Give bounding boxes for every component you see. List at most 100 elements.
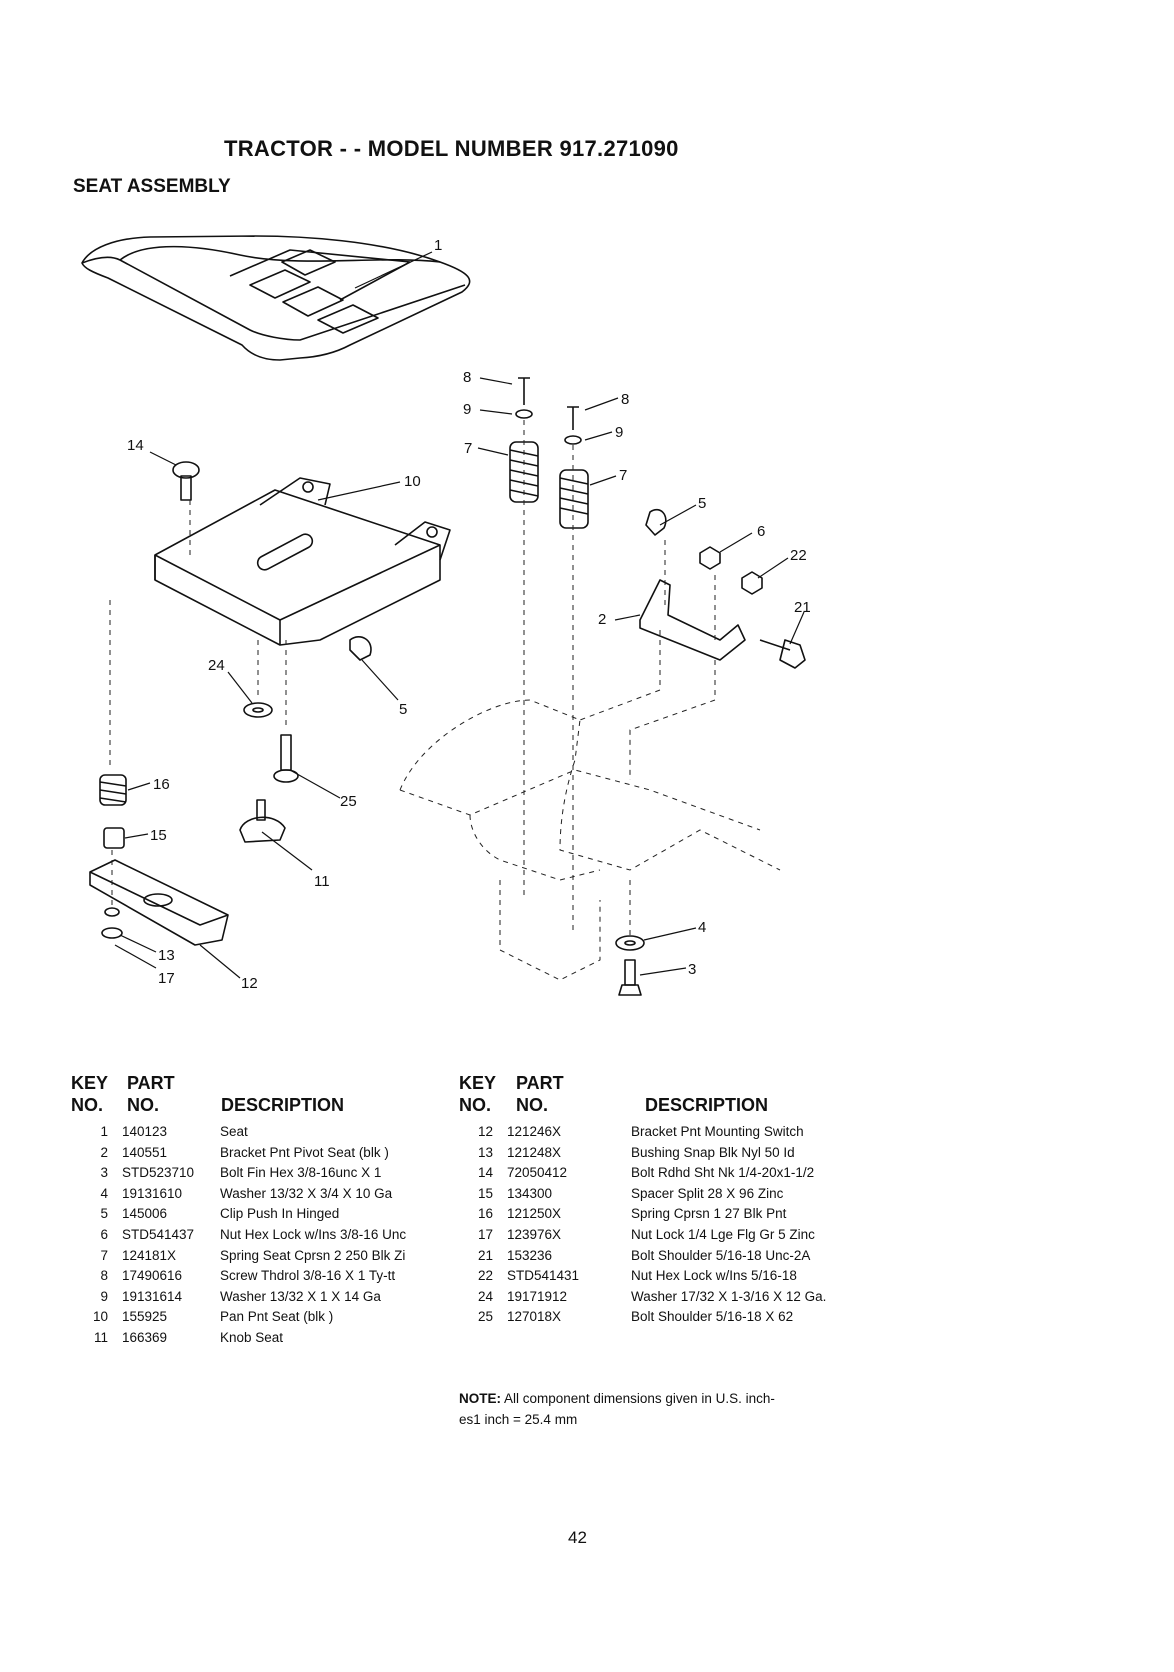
spring-7b-part (559, 469, 589, 529)
part-description: Bracket Pnt Mounting Switch (631, 1124, 804, 1139)
parts-row: 12 121246X Bracket Pnt Mounting Switch (455, 1124, 881, 1145)
part-no: 123976X (507, 1226, 562, 1242)
part-no: 19131614 (122, 1288, 183, 1304)
callout-9: 9 (463, 401, 471, 418)
key-no: 11 (93, 1329, 108, 1345)
right-description-header: DESCRIPTION (645, 1095, 769, 1115)
part-description: Spacer Split 28 X 96 Zinc (631, 1185, 784, 1201)
part-description: Washer 17/32 X 1-3/16 X 12 Ga. (631, 1288, 827, 1304)
callout-15: 15 (150, 827, 167, 844)
key-no: 3 (100, 1165, 108, 1181)
key-no: 5 (100, 1206, 108, 1222)
callout-4: 4 (698, 919, 706, 936)
key-no: 10 (92, 1309, 108, 1325)
part-description: Pan Pnt Seat (blk ) (220, 1309, 334, 1325)
callout-16: 16 (153, 776, 170, 793)
part-description: Nut Lock 1/4 Lge Flg Gr 5 Zinc (631, 1226, 815, 1242)
key-no: 7 (100, 1247, 108, 1263)
callout-10: 10 (404, 473, 421, 490)
key-no: 22 (477, 1268, 493, 1284)
callout-5: 5 (698, 495, 706, 512)
seat-pan-part (154, 477, 451, 646)
callout-2: 2 (598, 611, 606, 628)
parts-row: 22 STD541431 Nut Hex Lock w/Ins 5/16-18 (455, 1268, 881, 1289)
part-no: 72050412 (507, 1165, 568, 1181)
part-no: 19171912 (507, 1288, 568, 1304)
callout-1: 1 (434, 237, 442, 254)
callout-17: 17 (158, 970, 175, 987)
part-no: STD523710 (122, 1165, 195, 1181)
part-no: 140123 (122, 1124, 168, 1139)
parts-row: 3 STD523710 Bolt Fin Hex 3/8-16unc X 1 (62, 1165, 450, 1186)
part-description: Nut Hex Lock w/Ins 3/8-16 Unc (220, 1226, 407, 1242)
left-description-header: DESCRIPTION (221, 1095, 345, 1115)
callout-9b: 9 (615, 424, 623, 441)
callout-8b: 8 (621, 391, 629, 408)
callout-14: 14 (127, 437, 144, 454)
callout-13: 13 (158, 947, 175, 964)
page-title: TRACTOR - - MODEL NUMBER 917.271090 (224, 136, 679, 161)
part-no: 166369 (122, 1329, 168, 1345)
part-no: 145006 (122, 1206, 168, 1222)
part-description: Washer 13/32 X 1 X 14 Ga (220, 1288, 381, 1304)
part-description: Nut Hex Lock w/Ins 5/16-18 (631, 1268, 797, 1284)
callout-25: 25 (340, 793, 357, 810)
part-description: Spring Seat Cprsn 2 250 Blk Zi (220, 1247, 406, 1263)
key-no: 2 (100, 1144, 108, 1160)
key-no: 16 (477, 1206, 493, 1222)
part-no: 140551 (122, 1144, 168, 1160)
part-description: Screw Thdrol 3/8-16 X 1 Ty-tt (220, 1268, 396, 1284)
part-no: 124181X (122, 1247, 177, 1263)
callout-7b: 7 (619, 467, 627, 484)
part-description: Clip Push In Hinged (220, 1206, 340, 1222)
part-no: 127018X (507, 1309, 562, 1325)
part-description: Knob Seat (220, 1329, 284, 1345)
section-title: SEAT ASSEMBLY (73, 176, 231, 197)
part-description: Bolt Fin Hex 3/8-16unc X 1 (220, 1165, 382, 1181)
parts-row: 4 19131610 Washer 13/32 X 3/4 X 10 Ga (62, 1186, 450, 1207)
part-no: 121250X (507, 1206, 562, 1222)
key-no: 9 (100, 1288, 108, 1304)
parts-row: 7 124181X Spring Seat Cprsn 2 250 Blk Zi (62, 1248, 450, 1269)
callout-6: 6 (757, 523, 765, 540)
key-no: 25 (477, 1309, 493, 1325)
part-description: Bushing Snap Blk Nyl 50 Id (631, 1144, 795, 1160)
callout-22: 22 (790, 547, 807, 564)
callout-11: 11 (314, 873, 330, 890)
key-no: 13 (477, 1144, 493, 1160)
callout-24: 24 (208, 657, 225, 674)
key-no: 14 (477, 1165, 493, 1181)
parts-row: 5 145006 Clip Push In Hinged (62, 1206, 450, 1227)
part-description: Washer 13/32 X 3/4 X 10 Ga (220, 1185, 393, 1201)
part-no: 153236 (507, 1247, 553, 1263)
part-no: 134300 (507, 1185, 553, 1201)
key-no: 6 (100, 1226, 108, 1242)
part-no: STD541431 (507, 1268, 580, 1284)
part-description: Bolt Shoulder 5/16-18 Unc-2A (631, 1247, 811, 1263)
seat-part (81, 235, 471, 361)
dimension-note: NOTE: All component dimensions given in … (459, 1391, 775, 1427)
part-description: Seat (220, 1124, 248, 1139)
part-no: 121246X (507, 1124, 562, 1139)
part-no: STD541437 (122, 1226, 195, 1242)
key-no: 4 (100, 1185, 108, 1201)
key-no: 8 (100, 1268, 108, 1284)
callout-3: 3 (688, 961, 696, 978)
part-no: 19131610 (122, 1185, 183, 1201)
key-no: 12 (477, 1124, 493, 1139)
callout-21: 21 (794, 599, 811, 616)
